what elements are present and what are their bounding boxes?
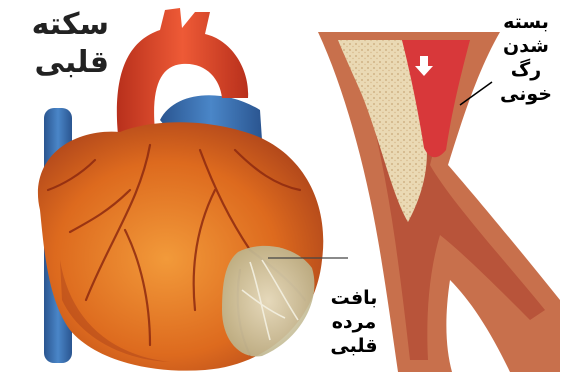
dead-label-line-1: بافت: [318, 286, 390, 310]
dead-tissue-label: بافت مرده قلبی: [318, 286, 390, 358]
dead-label-line-2: مرده: [318, 310, 390, 334]
blocked-label-line-4: خونی: [490, 82, 562, 106]
blocked-artery-label: بسته شدن رگ خونی: [490, 10, 562, 106]
diagram-title: سکته قلبی: [32, 6, 109, 82]
title-line-2: قلبی: [32, 44, 109, 82]
blocked-label-line-1: بسته: [490, 10, 562, 34]
blocked-label-line-3: رگ: [490, 58, 562, 82]
title-line-1: سکته: [32, 6, 109, 44]
dead-tissue-area: [222, 246, 314, 357]
dead-label-line-3: قلبی: [318, 334, 390, 358]
blocked-label-line-2: شدن: [490, 34, 562, 58]
